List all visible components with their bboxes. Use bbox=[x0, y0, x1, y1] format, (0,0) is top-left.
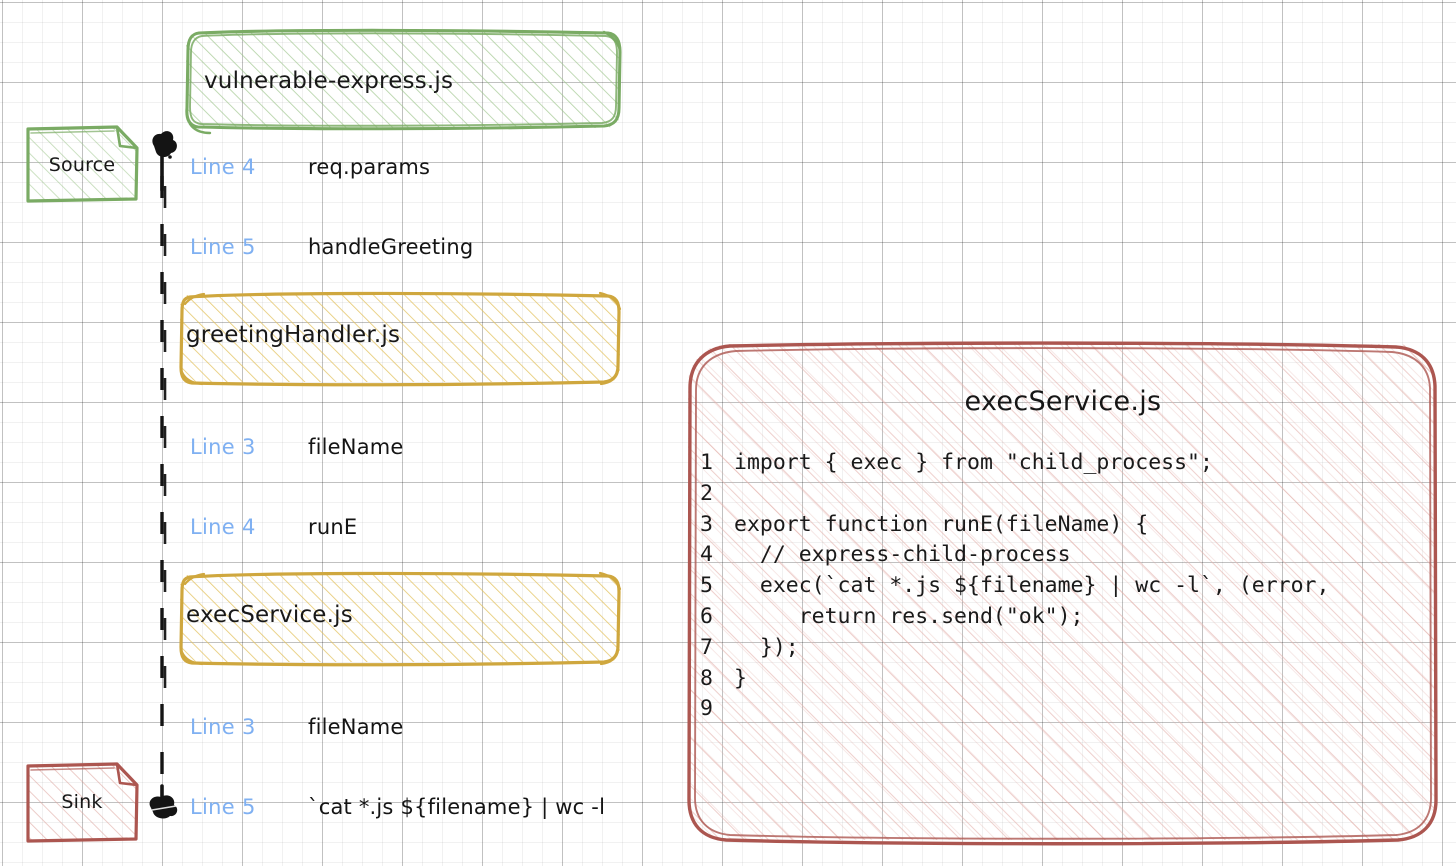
code-line-text: // express-child-process bbox=[734, 542, 1071, 568]
sink-note: Sink bbox=[27, 765, 137, 841]
flow-step-row[interactable]: Line 4 runE bbox=[190, 512, 357, 542]
code-line-text: return res.send("ok"); bbox=[734, 603, 1084, 629]
file-box-vulnerable-express[interactable]: vulnerable-express.js bbox=[186, 32, 620, 128]
flow-step-line-number: Line 4 bbox=[190, 515, 256, 539]
file-box-exec-service[interactable]: execService.js bbox=[182, 574, 619, 662]
flow-step-value: req.params bbox=[308, 155, 431, 179]
code-line-number: 6 bbox=[700, 603, 713, 629]
code-line: 2 bbox=[700, 479, 1430, 510]
code-line-number: 2 bbox=[700, 480, 713, 506]
code-line: 7 }); bbox=[700, 633, 1430, 664]
flow-step-line-number: Line 5 bbox=[190, 795, 256, 819]
code-line: 9 bbox=[700, 694, 1430, 725]
code-panel: execService.js 1 import { exec } from "ch… bbox=[686, 340, 1440, 844]
code-line-number: 3 bbox=[700, 511, 713, 537]
flow-step-value: runE bbox=[308, 515, 358, 539]
flow-step-line-number: Line 4 bbox=[190, 155, 256, 179]
code-line-number: 1 bbox=[700, 450, 713, 475]
sink-note-label: Sink bbox=[61, 791, 103, 813]
code-line-text: }); bbox=[734, 634, 799, 660]
sink-pin-icon bbox=[149, 784, 178, 819]
code-listing[interactable]: 1 import { exec } from "child_process"; 2 3… bbox=[700, 448, 1430, 725]
flow-step-row[interactable]: Line 3 fileName bbox=[190, 432, 404, 462]
code-line-number: 5 bbox=[700, 573, 713, 599]
code-panel-title: execService.js bbox=[964, 386, 1162, 417]
flow-step-value: fileName bbox=[308, 435, 404, 459]
source-note-label: Source bbox=[48, 154, 116, 176]
file-box-label: greetingHandler.js bbox=[186, 322, 401, 348]
flow-step-row[interactable]: Line 3 fileName bbox=[190, 712, 404, 742]
taint-flow-timeline bbox=[160, 176, 167, 800]
file-box-greeting-handler[interactable]: greetingHandler.js bbox=[182, 294, 619, 382]
code-line: 6 return res.send("ok"); bbox=[700, 602, 1430, 633]
source-note: Source bbox=[27, 128, 137, 202]
flow-step-value: fileName bbox=[308, 715, 404, 739]
code-line: 3 export function runE(fileName) { bbox=[700, 510, 1430, 541]
flow-step-row[interactable]: Line 5 `cat *.js ${filename} | wc -l bbox=[190, 792, 605, 822]
flow-step-line-number: Line 3 bbox=[190, 435, 256, 459]
code-line-number: 4 bbox=[700, 542, 713, 568]
code-line: 1 import { exec } from "child_process"; bbox=[700, 448, 1430, 479]
flow-step-row[interactable]: Line 4 req.params bbox=[190, 152, 430, 182]
source-pin-icon bbox=[152, 131, 177, 192]
file-box-label: execService.js bbox=[186, 602, 353, 628]
code-line-text: exec(`cat *.js ${filename} | wc -l`, (er… bbox=[734, 573, 1330, 599]
flow-step-line-number: Line 5 bbox=[190, 235, 256, 259]
flow-step-line-number: Line 3 bbox=[190, 715, 256, 739]
code-line: 4 // express-child-process bbox=[700, 540, 1430, 571]
code-line-text: export function runE(fileName) { bbox=[734, 511, 1149, 537]
file-box-label: vulnerable-express.js bbox=[204, 68, 454, 94]
code-line-number: 8 bbox=[700, 665, 713, 691]
code-line-number: 7 bbox=[700, 634, 713, 660]
code-line: 5 exec(`cat *.js ${filename} | wc -l`, (… bbox=[700, 571, 1430, 602]
flow-step-value: `cat *.js ${filename} | wc -l bbox=[308, 795, 606, 819]
flow-step-value: handleGreeting bbox=[308, 235, 474, 259]
code-line: 8} bbox=[700, 664, 1430, 695]
flow-step-row[interactable]: Line 5 handleGreeting bbox=[190, 232, 473, 262]
code-line-text: import { exec } from "child_process"; bbox=[734, 450, 1213, 475]
code-line-text: } bbox=[734, 665, 747, 691]
code-line-number: 9 bbox=[700, 696, 713, 722]
